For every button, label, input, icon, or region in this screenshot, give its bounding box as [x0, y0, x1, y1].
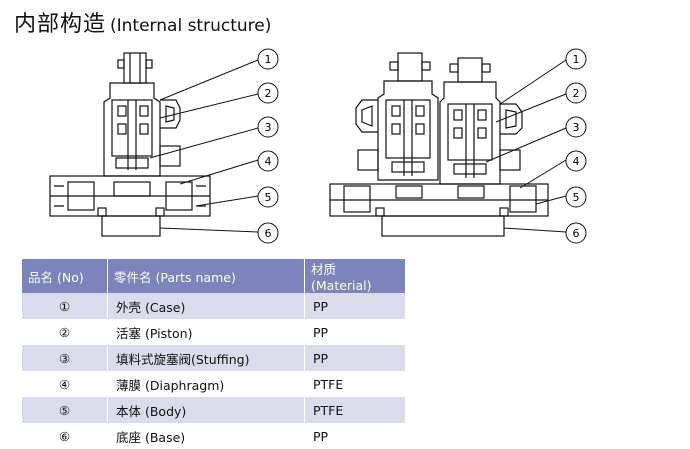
left-callouts: 1 2 3 4 5 6 — [257, 48, 279, 244]
callout-5-right: 5 — [573, 191, 580, 204]
callout-2-left: 2 — [265, 87, 272, 100]
callout-1-left: 1 — [265, 53, 272, 66]
row-part: 外壳 (Case) — [107, 293, 305, 319]
header-part-name: 零件名 (Parts name) — [107, 259, 305, 293]
callout-3-right: 3 — [573, 121, 580, 134]
callout-3-left: 3 — [265, 121, 272, 134]
table-header-row: 品名 (No) 零件名 (Parts name) 材质 (Material) — [22, 259, 405, 293]
table-row: ② 活塞 (Piston) PP — [22, 319, 405, 345]
header-no: 品名 (No) — [22, 259, 108, 293]
row-material: PP — [304, 345, 405, 371]
row-no: ④ — [22, 371, 108, 397]
title-sub: (Internal structure) — [110, 16, 272, 36]
row-part: 薄膜 (Diaphragm) — [107, 371, 305, 397]
title-main: 内部构造 — [14, 12, 107, 37]
left-valve-drawing — [49, 52, 211, 237]
row-material: PP — [304, 293, 405, 319]
table-row: ⑤ 本体 (Body) PTFE — [22, 397, 405, 423]
row-no: ③ — [22, 345, 108, 371]
right-valve-drawing — [329, 52, 549, 237]
callout-4-left: 4 — [265, 155, 272, 168]
callout-2-right: 2 — [573, 87, 580, 100]
row-material: PP — [304, 319, 405, 345]
row-material: PP — [304, 423, 405, 449]
row-part: 活塞 (Piston) — [107, 319, 305, 345]
page-title: 内部构造(Internal structure) — [14, 6, 271, 38]
parts-table: 品名 (No) 零件名 (Parts name) 材质 (Material) ①… — [22, 259, 405, 449]
row-part: 底座 (Base) — [107, 423, 305, 449]
row-no: ① — [22, 293, 108, 319]
row-no: ⑥ — [22, 423, 108, 449]
row-part: 本体 (Body) — [107, 397, 305, 423]
callout-6-right: 6 — [573, 227, 580, 240]
table-row: ① 外壳 (Case) PP — [22, 293, 405, 319]
callout-4-right: 4 — [573, 155, 580, 168]
row-part: 填料式旋塞阀(Stuffing) — [107, 345, 305, 371]
table-row: ⑥ 底座 (Base) PP — [22, 423, 405, 449]
table-row: ④ 薄膜 (Diaphragm) PTFE — [22, 371, 405, 397]
callout-1-right: 1 — [573, 53, 580, 66]
row-no: ② — [22, 319, 108, 345]
header-material: 材质 (Material) — [304, 259, 405, 293]
right-callouts: 1 2 3 4 5 6 — [565, 48, 587, 244]
callout-6-left: 6 — [265, 227, 272, 240]
row-no: ⑤ — [22, 397, 108, 423]
table-row: ③ 填料式旋塞阀(Stuffing) PP — [22, 345, 405, 371]
internal-structure-diagram: 1 2 3 4 5 6 1 2 3 4 5 6 — [49, 48, 587, 244]
row-material: PTFE — [304, 397, 405, 423]
row-material: PTFE — [304, 371, 405, 397]
callout-5-left: 5 — [265, 191, 272, 204]
